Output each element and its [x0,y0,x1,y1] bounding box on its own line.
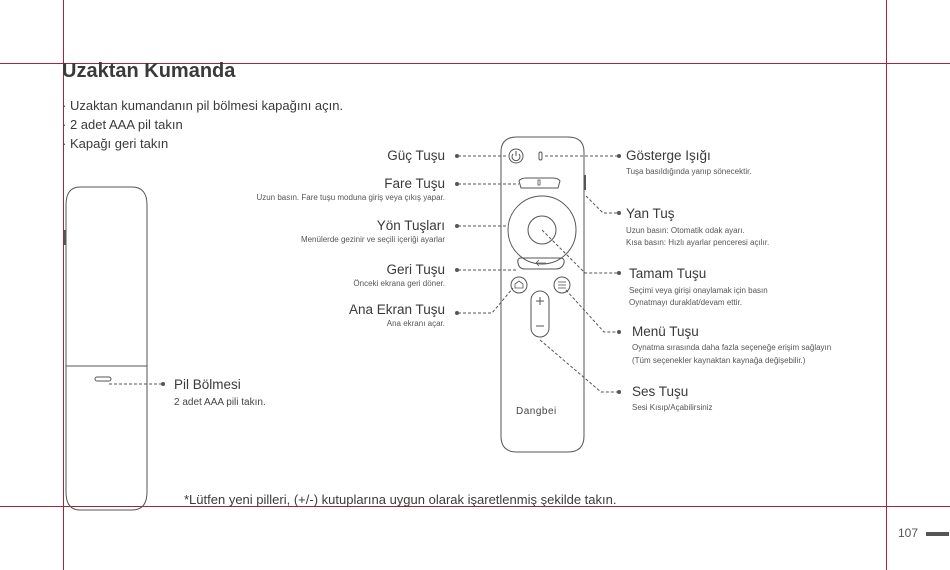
mouse-icon [518,177,561,189]
indicator-light-label: Gösterge Işığı [626,148,711,163]
remote-front-view [500,136,586,453]
direction-keys-label: Yön Tuşları [376,218,445,233]
menu-key-label: Menü Tuşu [632,324,699,339]
crop-mark-top [0,63,950,64]
dpad [507,195,577,265]
footnote: *Lütfen yeni pilleri, (+/-) kutuplarına … [184,492,617,507]
step-item: · Uzaktan kumandanın pil bölmesi kapağın… [62,98,344,113]
ok-key-label: Tamam Tuşu [629,266,707,281]
side-key-desc: Kısa basın: Hızlı ayarlar penceresi açıl… [626,238,770,247]
page-title: Uzaktan Kumanda [62,60,236,82]
step-item: · 2 adet AAA pil takın [62,117,183,132]
side-key-desc: Uzun basın: Otomatik odak ayarı. [626,226,745,235]
power-icon [508,148,524,164]
menu-icon [553,276,571,294]
crop-mark-bottom [0,506,950,507]
back-icon [517,257,565,270]
page-number-bar [926,532,949,536]
brand-logo: Dangbei [516,406,557,417]
battery-compartment-label: Pil Bölmesi [174,377,241,392]
step-item: · Kapağı geri takın [62,136,169,151]
direction-keys-desc: Menülerde gezinir ve seçili içeriği ayar… [300,235,445,244]
back-key-label: Geri Tuşu [386,262,445,277]
page-number: 107 [898,526,919,540]
ok-key-desc: Seçimi veya girişi onaylamak için basın [629,286,768,295]
home-icon [510,276,528,294]
home-key-label: Ana Ekran Tuşu [348,302,445,317]
step-text: Kapağı geri takın [69,136,169,151]
battery-compartment-desc: 2 adet AAA pili takın. [174,397,266,408]
home-key-desc: Ana ekranı açar. [386,319,445,328]
volume-key-desc: Sesi Kısıp/Açabilirsiniz [632,403,713,412]
indicator-light-desc: Tuşa basıldığında yanıp sönecektir. [626,167,752,176]
menu-key-desc: (Tüm seçenekler kaynaktan kaynağa değişe… [632,356,806,365]
volume-rocker [530,290,550,338]
menu-key-desc: Oynatma sırasında daha fazla seçeneğe er… [632,343,832,352]
side-key-label: Yan Tuş [626,206,675,221]
mouse-key-desc: Uzun basın. Fare tuşu moduna giriş veya … [256,193,445,202]
mouse-key-label: Fare Tuşu [384,176,445,191]
ok-key-desc: Oynatmayı duraklat/devam ettir. [629,298,742,307]
volume-key-label: Ses Tuşu [632,384,689,399]
remote-back-view [64,186,148,511]
crop-mark-left [63,0,64,570]
left-leader-lines [458,155,519,314]
ok-button [527,215,557,245]
crop-mark-right [886,0,887,570]
step-text: 2 adet AAA pil takın [69,117,183,132]
right-leader-lines [539,155,618,393]
back-key-desc: Önceki ekrana geri döner. [353,279,445,288]
step-text: Uzaktan kumandanın pil bölmesi kapağını … [69,98,344,113]
power-key-label: Güç Tuşu [387,148,445,163]
